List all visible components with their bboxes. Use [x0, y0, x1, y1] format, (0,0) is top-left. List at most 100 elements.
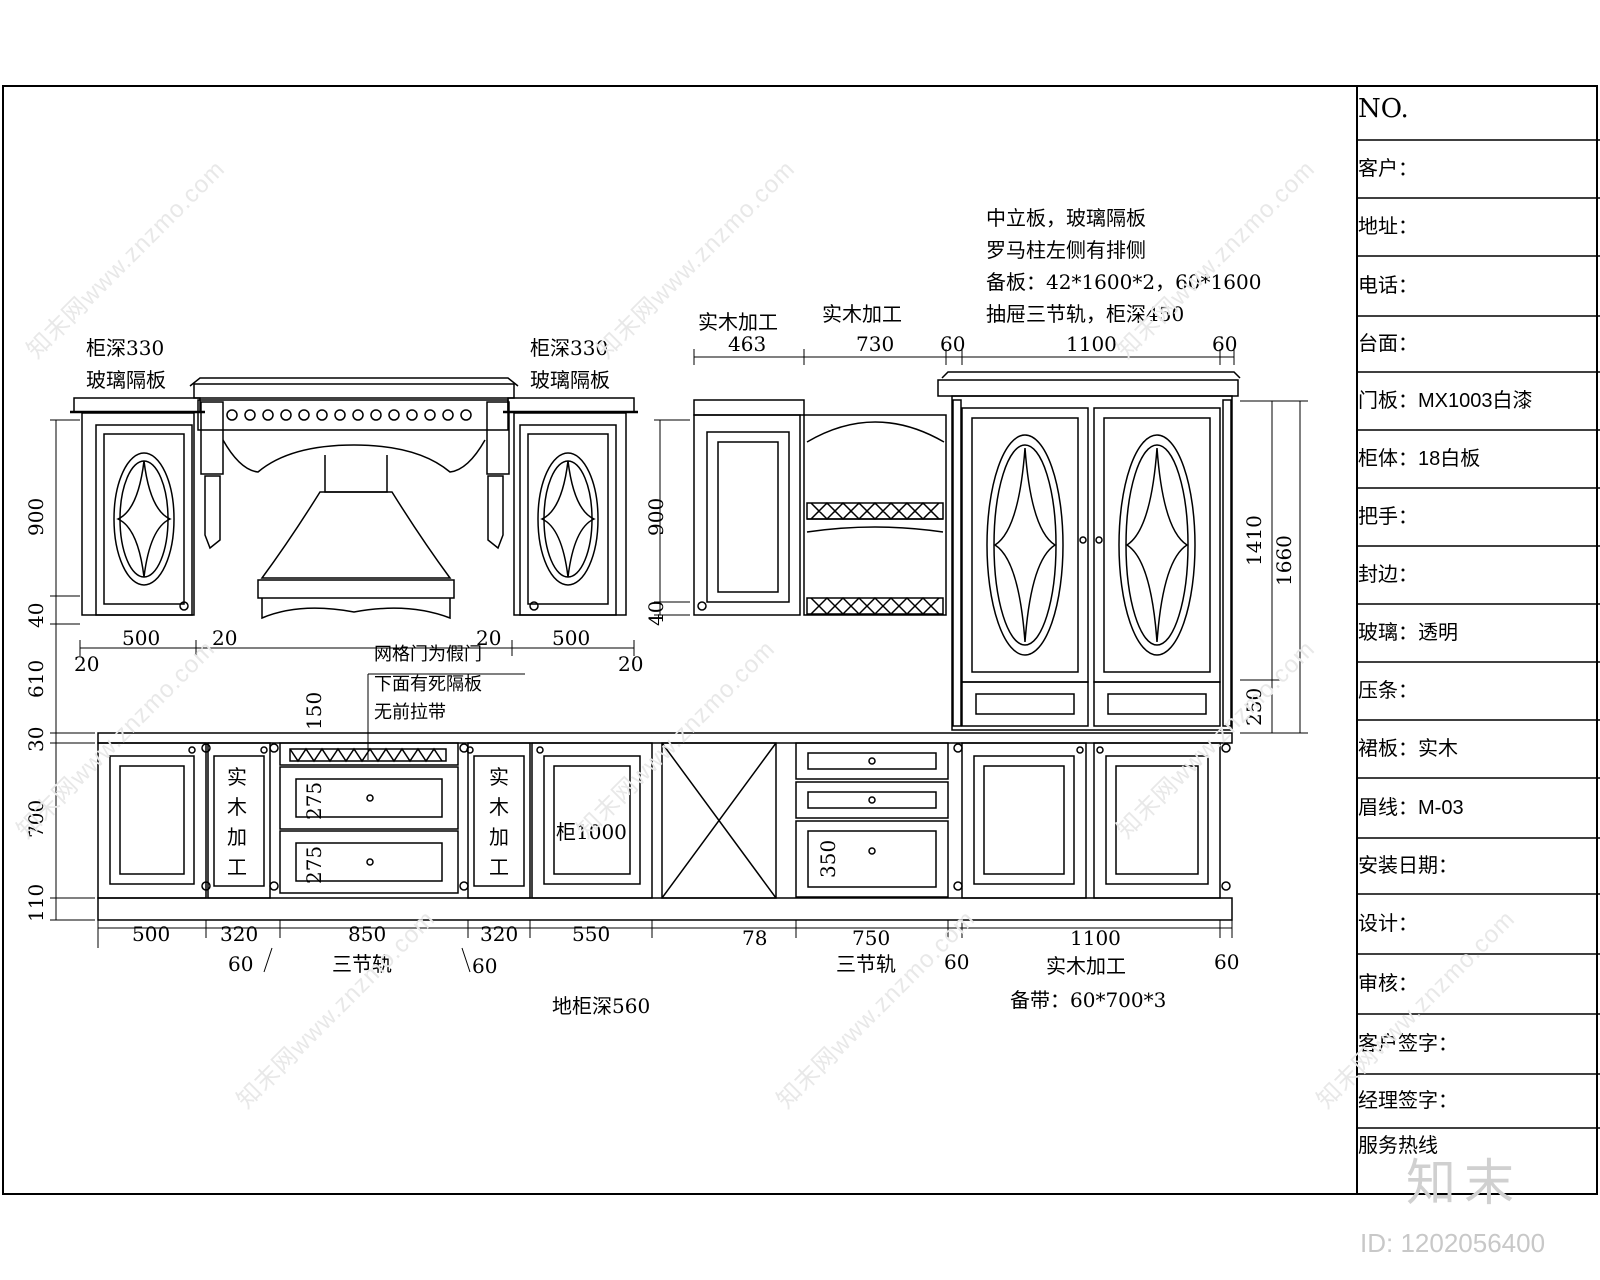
note-cabinet-1000: 柜1000 [556, 820, 627, 844]
pilaster-ornament [459, 743, 469, 753]
note-base-depth: 地柜深560 [552, 994, 651, 1018]
frieze-rosette [370, 409, 382, 421]
dim-b60c: 60 [944, 950, 970, 974]
frieze-rosette [334, 409, 346, 421]
pilaster-ornament [1221, 743, 1231, 753]
title-block-row: 安装日期： [1358, 855, 1458, 877]
note-tall-4: 抽屉三节轨，柜深450 [986, 302, 1185, 326]
title-block-row: 压条： [1358, 680, 1418, 702]
dim-500a: 500 [122, 626, 161, 650]
tall-cabinet [937, 371, 1241, 731]
dim-30: 30 [24, 726, 48, 752]
upper-left-cabinet [70, 397, 205, 616]
dim-b550: 550 [572, 922, 611, 946]
note-solid-wood-bottom: 实木加工 [1046, 954, 1126, 978]
note-tall-1: 中立板，玻璃隔板 [986, 206, 1146, 230]
frieze-rosette [406, 409, 418, 421]
note-upper-left-depth: 柜深330 [86, 336, 165, 360]
title-block-row: 地址： [1358, 216, 1418, 238]
dim-b60a: 60 [228, 952, 254, 976]
pilaster-ornament [269, 881, 279, 891]
note-solid-wood-1: 实木加工 [698, 310, 778, 334]
dim-20b: 20 [74, 652, 100, 676]
dim-500b: 500 [552, 626, 591, 650]
note-rail-1: 三节轨 [332, 952, 392, 976]
base-cabinets [97, 742, 1233, 921]
upper-right-cabinet [503, 397, 638, 616]
note-upper-right-glass: 玻璃隔板 [530, 368, 610, 392]
pilaster-ornament [459, 881, 469, 891]
dim-b320a: 320 [220, 922, 259, 946]
frieze-rosette [442, 409, 454, 421]
dimension-lines [50, 349, 1308, 973]
upper-middle-cabinets [693, 399, 947, 616]
pilaster-ornament [201, 743, 211, 753]
note-spare-strip: 备带：60*700*3 [1010, 988, 1167, 1012]
note-tall-3: 备板：42*1600*2，60*1600 [986, 270, 1262, 294]
pilaster-ornament [953, 743, 963, 753]
brand-logo: 知末 [1406, 1154, 1522, 1212]
dim-60a: 60 [940, 332, 966, 356]
pilaster-ornament [953, 881, 963, 891]
note-upper-right-depth: 柜深330 [530, 336, 609, 360]
frieze-rosette [352, 409, 364, 421]
title-block-row: 客户签字： [1358, 1033, 1458, 1055]
note-grid-1: 网格门为假门 [374, 644, 482, 665]
title-block-row: NO. [1358, 94, 1409, 124]
note-tall-2: 罗马柱左侧有排侧 [986, 238, 1146, 262]
dim-110: 110 [24, 883, 48, 922]
pilaster-ornament [1221, 881, 1231, 891]
dim-1100a: 1100 [1066, 332, 1117, 356]
range-hood [189, 377, 519, 620]
dim-20a: 20 [212, 626, 238, 650]
note-upper-left-glass: 玻璃隔板 [86, 368, 166, 392]
dim-730: 730 [856, 332, 895, 356]
frieze-rosette [298, 409, 310, 421]
dim-60b: 60 [1212, 332, 1238, 356]
dim-900b: 900 [644, 497, 668, 536]
title-block-row: 封边： [1358, 564, 1418, 586]
title-block-row: 门板：MX1003白漆 [1358, 390, 1533, 412]
pilaster-ornament [269, 743, 279, 753]
dim-900a: 900 [24, 497, 48, 536]
dim-150: 150 [302, 691, 326, 730]
title-block-row: 经理签字： [1358, 1090, 1458, 1112]
frieze-rosette [388, 409, 400, 421]
dim-275b: 275 [302, 845, 326, 884]
note-grid-3: 无前拉带 [374, 702, 446, 723]
note-solid-wood-vertical-left: 实木加工 [227, 765, 247, 879]
note-grid-2: 下面有死隔板 [374, 674, 482, 695]
dim-b1100: 1100 [1070, 926, 1121, 950]
dim-20d: 20 [618, 652, 644, 676]
frieze-rosette [424, 409, 436, 421]
title-block-row: 眉线：M-03 [1358, 797, 1464, 819]
dim-20c: 20 [476, 626, 502, 650]
dim-463: 463 [728, 332, 767, 356]
title-block-row: 台面： [1358, 333, 1418, 355]
title-block-row: 裙板：实木 [1358, 738, 1458, 760]
note-rail-2: 三节轨 [836, 952, 896, 976]
title-block-row: 服务热线 [1358, 1135, 1438, 1157]
dim-40a: 40 [24, 602, 48, 628]
dim-275a: 275 [302, 781, 326, 820]
frieze-rosette [280, 409, 292, 421]
dim-1410: 1410 [1242, 515, 1266, 566]
note-solid-wood-vertical-right: 实木加工 [489, 765, 509, 879]
title-block-row: 设计： [1358, 913, 1418, 935]
title-block-row: 玻璃：透明 [1358, 622, 1458, 644]
title-block-row: 柜体：18白板 [1358, 448, 1481, 470]
dim-b320b: 320 [480, 922, 519, 946]
dim-610: 610 [24, 659, 48, 698]
frieze-rosette [226, 409, 238, 421]
dim-b750: 750 [852, 926, 891, 950]
dim-1660: 1660 [1272, 535, 1296, 586]
note-solid-wood-2: 实木加工 [822, 302, 902, 326]
sheet-border [2, 85, 1598, 1195]
frieze-rosette [244, 409, 256, 421]
frieze-rosette [460, 409, 472, 421]
title-block-lines [1357, 139, 1600, 1129]
title-block-row: 审核： [1358, 973, 1418, 995]
dim-b78: 78 [742, 926, 768, 950]
dim-40b: 40 [644, 600, 668, 626]
